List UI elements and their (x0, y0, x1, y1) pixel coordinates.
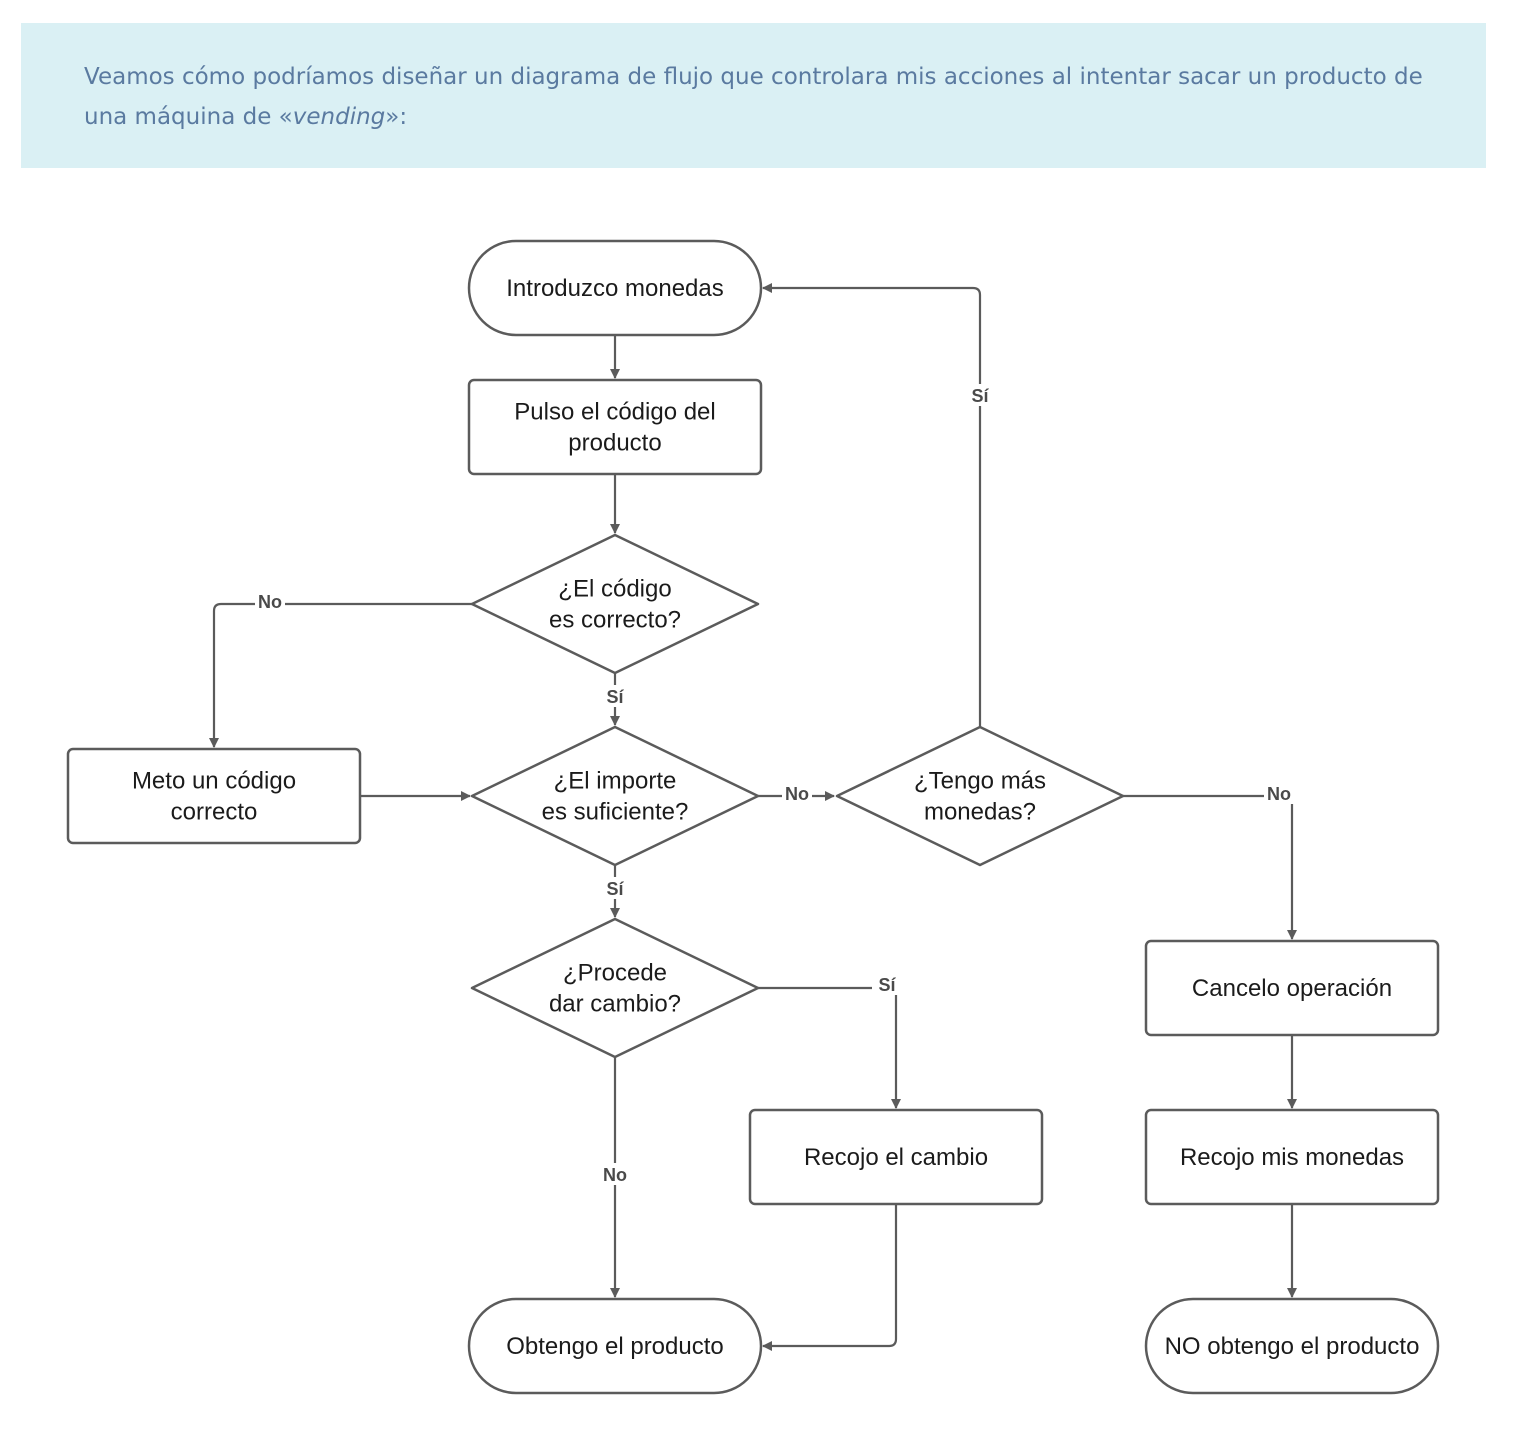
node-recojo-monedas: Recojo mis monedas (1144, 1108, 1440, 1206)
edge-label-bg-importe-tengo (782, 782, 812, 804)
edge-codigo-importe: Sí (600, 673, 630, 726)
edge-tengo-introduzco: Sí (762, 283, 995, 727)
edge-codigo-meto: No (209, 590, 472, 748)
intro-callout: Veamos cómo podríamos diseñar un diagram… (21, 23, 1486, 168)
node-label-line: ¿Tengo más (914, 768, 1046, 795)
edge-importe-tengo: No (758, 782, 835, 804)
node-label-line: Meto un código (132, 768, 296, 795)
process-shape (66, 747, 362, 845)
edge-importe-procede: Sí (600, 865, 630, 918)
decision-shape (835, 725, 1125, 867)
node-label-line: Cancelo operación (1192, 975, 1392, 1002)
node-label-line: ¿Procede (563, 960, 667, 987)
node-label-line: correcto (171, 799, 258, 826)
node-no-obtengo: NO obtengo el producto (1144, 1297, 1440, 1395)
edge-label-tengo-introduzco: Sí (971, 386, 989, 406)
node-label-line: ¿El código (558, 576, 671, 603)
node-codigo-correcto: ¿El código es correcto? (470, 533, 760, 675)
edge-label-procede-recojo: Sí (878, 975, 896, 995)
edge-label-codigo-importe: Sí (606, 687, 624, 707)
edge-line-tengo-cancelo (1123, 794, 1297, 940)
intro-text: Veamos cómo podríamos diseñar un diagram… (84, 57, 1424, 137)
node-importe: ¿El importe es suficiente? (470, 725, 760, 867)
edge-label-tengo-cancelo: No (1267, 784, 1291, 804)
node-recojo-cambio: Recojo el cambio (748, 1108, 1044, 1206)
node-label-line: monedas? (924, 799, 1036, 826)
terminal-shape (467, 1297, 763, 1395)
node-cancelo: Cancelo operación (1144, 939, 1440, 1037)
edge-recojo-obtengo (762, 1204, 898, 1351)
node-label-line: producto (568, 430, 661, 457)
node-label-line: Recojo mis monedas (1180, 1144, 1404, 1171)
intro-text-after: »: (385, 104, 408, 130)
process-shape (1144, 1108, 1440, 1206)
edge-label-codigo-meto: No (258, 592, 282, 612)
node-label-line: Pulso el código del (514, 399, 715, 426)
decision-shape (470, 725, 760, 867)
node-label-line: Obtengo el producto (506, 1333, 724, 1360)
node-meto-codigo: Meto un código correcto (66, 747, 362, 845)
decision-shape (470, 533, 760, 675)
edge-line-codigo-meto (209, 602, 472, 748)
edge-label-importe-tengo: No (785, 784, 809, 804)
edge-label-bg-importe-procede (600, 877, 630, 899)
edge-label-bg-procede-recojo (872, 973, 902, 995)
node-label-line: ¿El importe (554, 768, 677, 795)
edge-label-bg-procede-obtengo (600, 1163, 630, 1185)
process-shape (467, 378, 763, 476)
node-label-line: es correcto? (549, 607, 681, 634)
node-label-line: es suficiente? (542, 799, 689, 826)
edge-label-bg-tengo-cancelo (1264, 782, 1294, 804)
edge-procede-recojo: Sí (758, 973, 902, 1109)
edge-line-recojo-obtengo (762, 1204, 898, 1351)
intro-text-before: Veamos cómo podríamos diseñar un diagram… (84, 64, 1423, 130)
node-label-line: dar cambio? (549, 991, 681, 1018)
node-label-line: Introduzco monedas (506, 275, 723, 302)
node-procede-cambio: ¿Procede dar cambio? (470, 917, 760, 1059)
node-obtengo: Obtengo el producto (467, 1297, 763, 1395)
edge-label-procede-obtengo: No (603, 1165, 627, 1185)
edge-label-bg-codigo-importe (600, 685, 630, 707)
edge-label-bg-tengo-introduzco (965, 384, 995, 406)
node-label-line: NO obtengo el producto (1165, 1333, 1420, 1360)
intro-text-emphasis: vending (292, 104, 386, 130)
edge-line-procede-recojo (758, 986, 901, 1109)
terminal-shape (467, 239, 763, 337)
edge-line-tengo-introduzco (762, 283, 982, 727)
edge-label-importe-procede: Sí (606, 879, 624, 899)
node-label-line: Recojo el cambio (804, 1144, 988, 1171)
decision-shape (470, 917, 760, 1059)
node-pulso: Pulso el código del producto (467, 378, 763, 476)
node-introduzco: Introduzco monedas (467, 239, 763, 337)
process-shape (748, 1108, 1044, 1206)
edge-procede-obtengo: No (600, 1057, 630, 1298)
process-shape (1144, 939, 1440, 1037)
terminal-shape (1144, 1297, 1440, 1395)
edge-tengo-cancelo: No (1123, 782, 1297, 940)
node-tengo-monedas: ¿Tengo más monedas? (835, 725, 1125, 867)
edge-label-bg-codigo-meto (255, 590, 285, 612)
